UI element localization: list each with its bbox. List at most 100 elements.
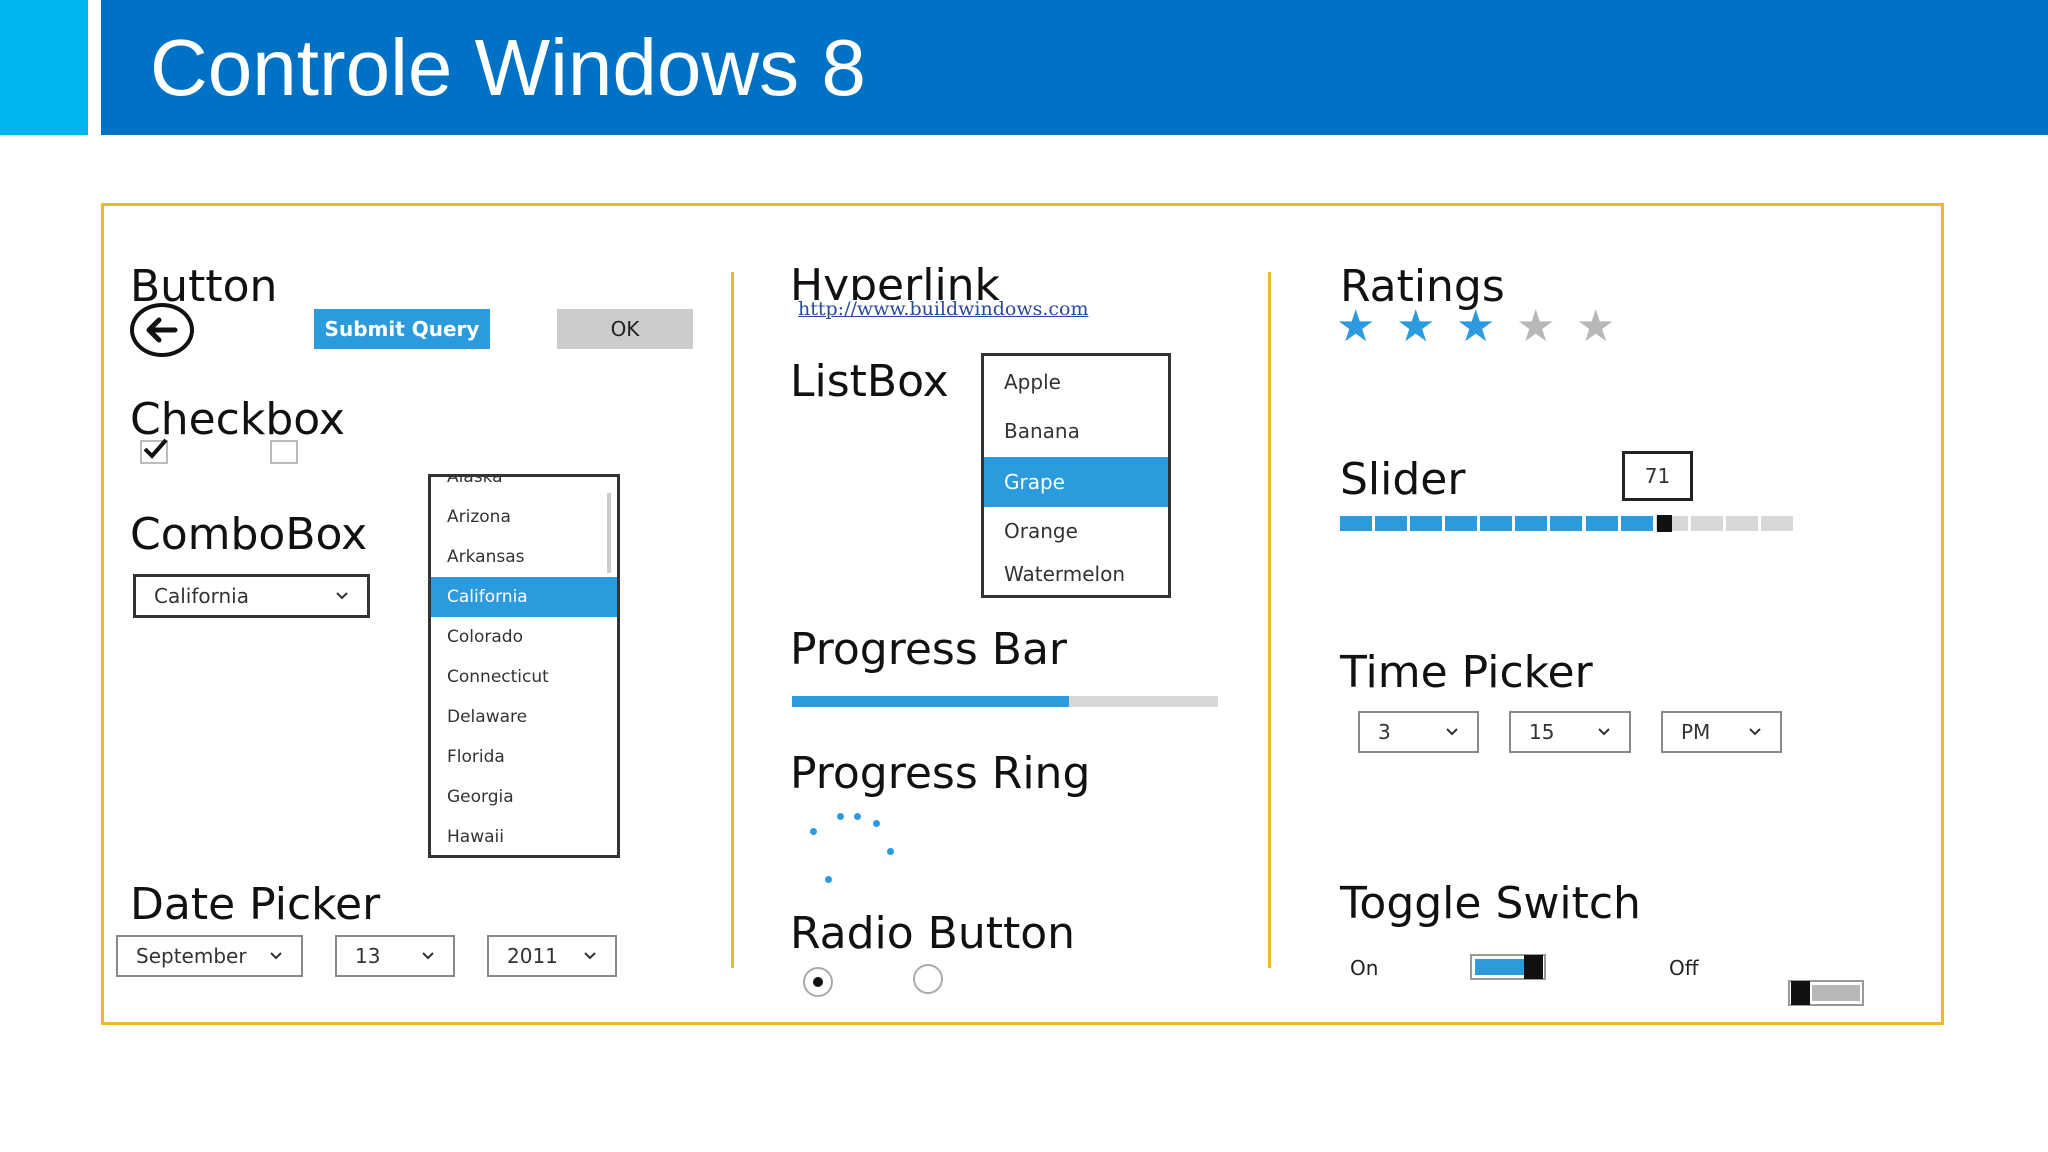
list-item[interactable]: Hawaii <box>447 827 504 847</box>
checkbox-heading: Checkbox <box>130 394 345 445</box>
progress-ring-dot <box>825 876 832 883</box>
slider-segment <box>1410 516 1442 531</box>
period-value: PM <box>1681 720 1711 744</box>
toggle-on[interactable] <box>1470 954 1546 980</box>
ok-button[interactable]: OK <box>557 309 693 349</box>
column-divider-left <box>731 272 734 968</box>
hyperlink-link[interactable]: http://www.buildwindows.com <box>798 298 1089 320</box>
toggle-off-knob[interactable] <box>1791 981 1810 1005</box>
toggle-switch-heading: Toggle Switch <box>1340 878 1641 929</box>
toggle-off-fill <box>1812 985 1860 1001</box>
listbox[interactable]: Apple Banana Grape Orange Watermelon <box>981 353 1171 598</box>
list-item[interactable]: Arizona <box>447 507 511 527</box>
listbox-item-watermelon[interactable]: Watermelon <box>1004 562 1126 586</box>
list-scrollbar[interactable] <box>607 493 611 573</box>
title-bar <box>101 0 2048 135</box>
slider-segment <box>1480 516 1512 531</box>
toggle-off-label: Off <box>1669 956 1699 980</box>
listbox-item-orange[interactable]: Orange <box>1004 519 1078 543</box>
checkbox-checked[interactable] <box>140 438 168 464</box>
progress-bar <box>792 696 1218 707</box>
chevron-down-icon <box>336 592 348 600</box>
month-value: September <box>136 944 247 968</box>
progress-ring-dot <box>887 848 894 855</box>
hour-value: 3 <box>1378 720 1391 744</box>
submit-query-button[interactable]: Submit Query <box>314 309 490 349</box>
list-item[interactable]: Alaska <box>447 474 503 487</box>
date-day-select[interactable]: 13 <box>335 935 455 977</box>
toggle-off[interactable] <box>1788 980 1864 1006</box>
combobox-dropdown-list[interactable]: Alaska Arizona Arkansas California Color… <box>428 474 620 858</box>
slider-segment <box>1340 516 1372 531</box>
slider-segment <box>1761 516 1793 531</box>
radio-selected[interactable] <box>803 967 833 997</box>
progress-bar-heading: Progress Bar <box>790 624 1067 675</box>
chevron-down-icon <box>1446 728 1458 736</box>
progress-ring-dot <box>837 813 844 820</box>
list-item[interactable]: Georgia <box>447 787 514 807</box>
slide-title: Controle Windows 8 <box>150 23 866 112</box>
listbox-item-banana[interactable]: Banana <box>1004 419 1080 443</box>
progress-bar-fill <box>792 696 1069 707</box>
content-frame <box>101 203 1944 1025</box>
combobox-value: California <box>154 584 249 608</box>
slider-segment <box>1375 516 1407 531</box>
list-item[interactable]: Connecticut <box>447 667 549 687</box>
toggle-on-label: On <box>1350 956 1379 980</box>
star-icon-empty[interactable]: ★ <box>1576 301 1616 352</box>
checkmark-icon <box>143 438 168 459</box>
chevron-down-icon <box>1749 728 1761 736</box>
chevron-down-icon <box>584 952 596 960</box>
listbox-item-grape[interactable]: Grape <box>984 457 1168 507</box>
star-icon-filled[interactable]: ★ <box>1456 301 1496 352</box>
time-period-select[interactable]: PM <box>1661 711 1782 753</box>
time-hour-select[interactable]: 3 <box>1358 711 1479 753</box>
year-value: 2011 <box>507 944 558 968</box>
radio-dot <box>813 977 823 987</box>
checkbox-unchecked[interactable] <box>270 440 298 464</box>
slider-segment <box>1550 516 1582 531</box>
radio-unselected[interactable] <box>913 964 943 994</box>
progress-ring-dot <box>810 828 817 835</box>
combobox-heading: ComboBox <box>130 509 368 560</box>
date-year-select[interactable]: 2011 <box>487 935 617 977</box>
date-month-select[interactable]: September <box>116 935 303 977</box>
back-arrow-icon <box>146 317 178 343</box>
day-value: 13 <box>355 944 381 968</box>
ratings-heading: Ratings <box>1340 261 1505 312</box>
list-item[interactable]: Arkansas <box>447 547 525 567</box>
star-icon-filled[interactable]: ★ <box>1396 301 1436 352</box>
progress-ring-dot <box>854 813 861 820</box>
minute-value: 15 <box>1529 720 1555 744</box>
slider-segment <box>1586 516 1618 531</box>
slider-segment <box>1726 516 1758 531</box>
slider-segment <box>1621 516 1653 531</box>
slider[interactable] <box>1340 515 1796 532</box>
date-picker-heading: Date Picker <box>130 879 381 930</box>
rating-stars[interactable]: ★★★★★ <box>1336 305 1636 355</box>
list-item[interactable]: Florida <box>447 747 505 767</box>
slider-thumb[interactable] <box>1657 515 1672 532</box>
time-minute-select[interactable]: 15 <box>1509 711 1631 753</box>
combobox-select[interactable]: California <box>133 574 370 618</box>
back-button[interactable] <box>130 303 194 357</box>
slider-value-box: 71 <box>1622 451 1693 501</box>
slider-segment <box>1515 516 1547 531</box>
slider-segment <box>1445 516 1477 531</box>
star-icon-filled[interactable]: ★ <box>1336 301 1376 352</box>
radio-button-heading: Radio Button <box>790 908 1076 959</box>
star-icon-empty[interactable]: ★ <box>1516 301 1556 352</box>
progress-ring-dot <box>873 820 880 827</box>
toggle-on-fill <box>1475 959 1525 975</box>
list-item[interactable]: Delaware <box>447 707 528 727</box>
list-item-selected[interactable]: California <box>431 577 617 617</box>
list-item[interactable]: Colorado <box>447 627 523 647</box>
title-accent-block <box>0 0 88 135</box>
listbox-heading: ListBox <box>790 356 949 407</box>
chevron-down-icon <box>422 952 434 960</box>
progress-ring-heading: Progress Ring <box>790 748 1091 799</box>
listbox-item-apple[interactable]: Apple <box>1004 370 1061 394</box>
hyperlink-heading: Hyperlink <box>790 264 1001 300</box>
toggle-on-knob[interactable] <box>1524 955 1543 979</box>
time-picker-heading: Time Picker <box>1340 647 1593 698</box>
